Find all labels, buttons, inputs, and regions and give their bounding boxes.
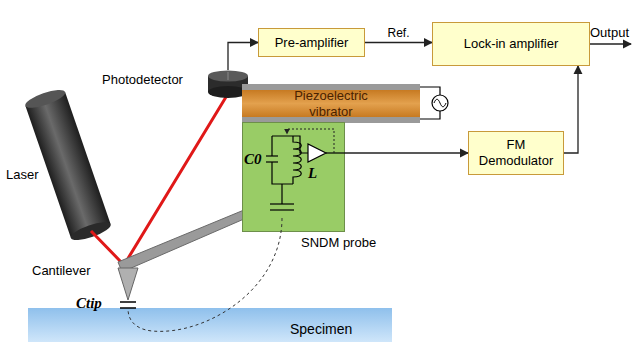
component-symbol: L <box>308 166 317 181</box>
signal-arrow <box>345 152 468 153</box>
feedback-line <box>287 129 334 153</box>
wire <box>272 136 308 153</box>
node-label: Specimen <box>290 321 352 338</box>
laser-top <box>23 86 67 111</box>
part-name: Laser <box>6 168 39 183</box>
ac-source-symbol <box>432 95 448 111</box>
piezo-vibrator: Piezoelectric vibrator <box>242 84 420 123</box>
amplifier-box: Pre-amplifier <box>258 28 365 57</box>
specimen-region: Specimen <box>28 308 392 342</box>
cantilever-beam <box>118 210 244 272</box>
laser-body <box>23 86 112 243</box>
node-label: Lock-in amplifier <box>464 36 559 52</box>
part-name: Cantilever <box>30 264 93 279</box>
inductor-symbol <box>293 136 301 184</box>
signal-arrow <box>228 43 258 71</box>
probe-box: SNDM probe <box>242 122 345 232</box>
signal-arrow <box>564 66 578 153</box>
node-label: FM Demodulator <box>474 137 558 168</box>
component-symbol: C0 <box>244 152 262 167</box>
node-label: Piezoelectric vibrator <box>281 88 381 119</box>
node-label: Photodetector <box>102 72 183 88</box>
oscillator-wire <box>420 87 440 95</box>
tip-capacitor-plate <box>120 301 136 303</box>
laser-cylinder <box>25 92 110 238</box>
signal-arrow <box>365 42 432 43</box>
lockin-box: Lock-in amplifier <box>432 22 590 66</box>
photodetector-split <box>228 72 229 80</box>
photodetector: Photodetector <box>100 70 252 100</box>
laser-beam <box>91 97 226 265</box>
demodulator-box: FM Demodulator <box>468 131 564 175</box>
resonator-circuit <box>242 122 345 232</box>
signal-name: Output <box>590 26 629 41</box>
component-symbol: Ctip <box>76 296 102 311</box>
wire <box>281 184 282 204</box>
capacitor-symbol <box>266 155 278 156</box>
wire <box>271 136 272 156</box>
signal-name: Ref. <box>385 27 411 40</box>
ground-symbol <box>270 203 294 204</box>
ground-symbol <box>270 209 294 210</box>
node-label: SNDM probe <box>301 235 376 251</box>
output-arrow <box>590 43 631 44</box>
node-label: Pre-amplifier <box>275 35 349 51</box>
photodetector-top <box>208 71 248 82</box>
oscillator-wire <box>420 111 440 119</box>
wire <box>326 152 345 153</box>
amplifier-symbol <box>308 144 326 162</box>
wire <box>272 162 293 184</box>
sine-mark <box>434 99 446 107</box>
cantilever-tip <box>118 268 138 300</box>
laser-end <box>69 219 113 244</box>
